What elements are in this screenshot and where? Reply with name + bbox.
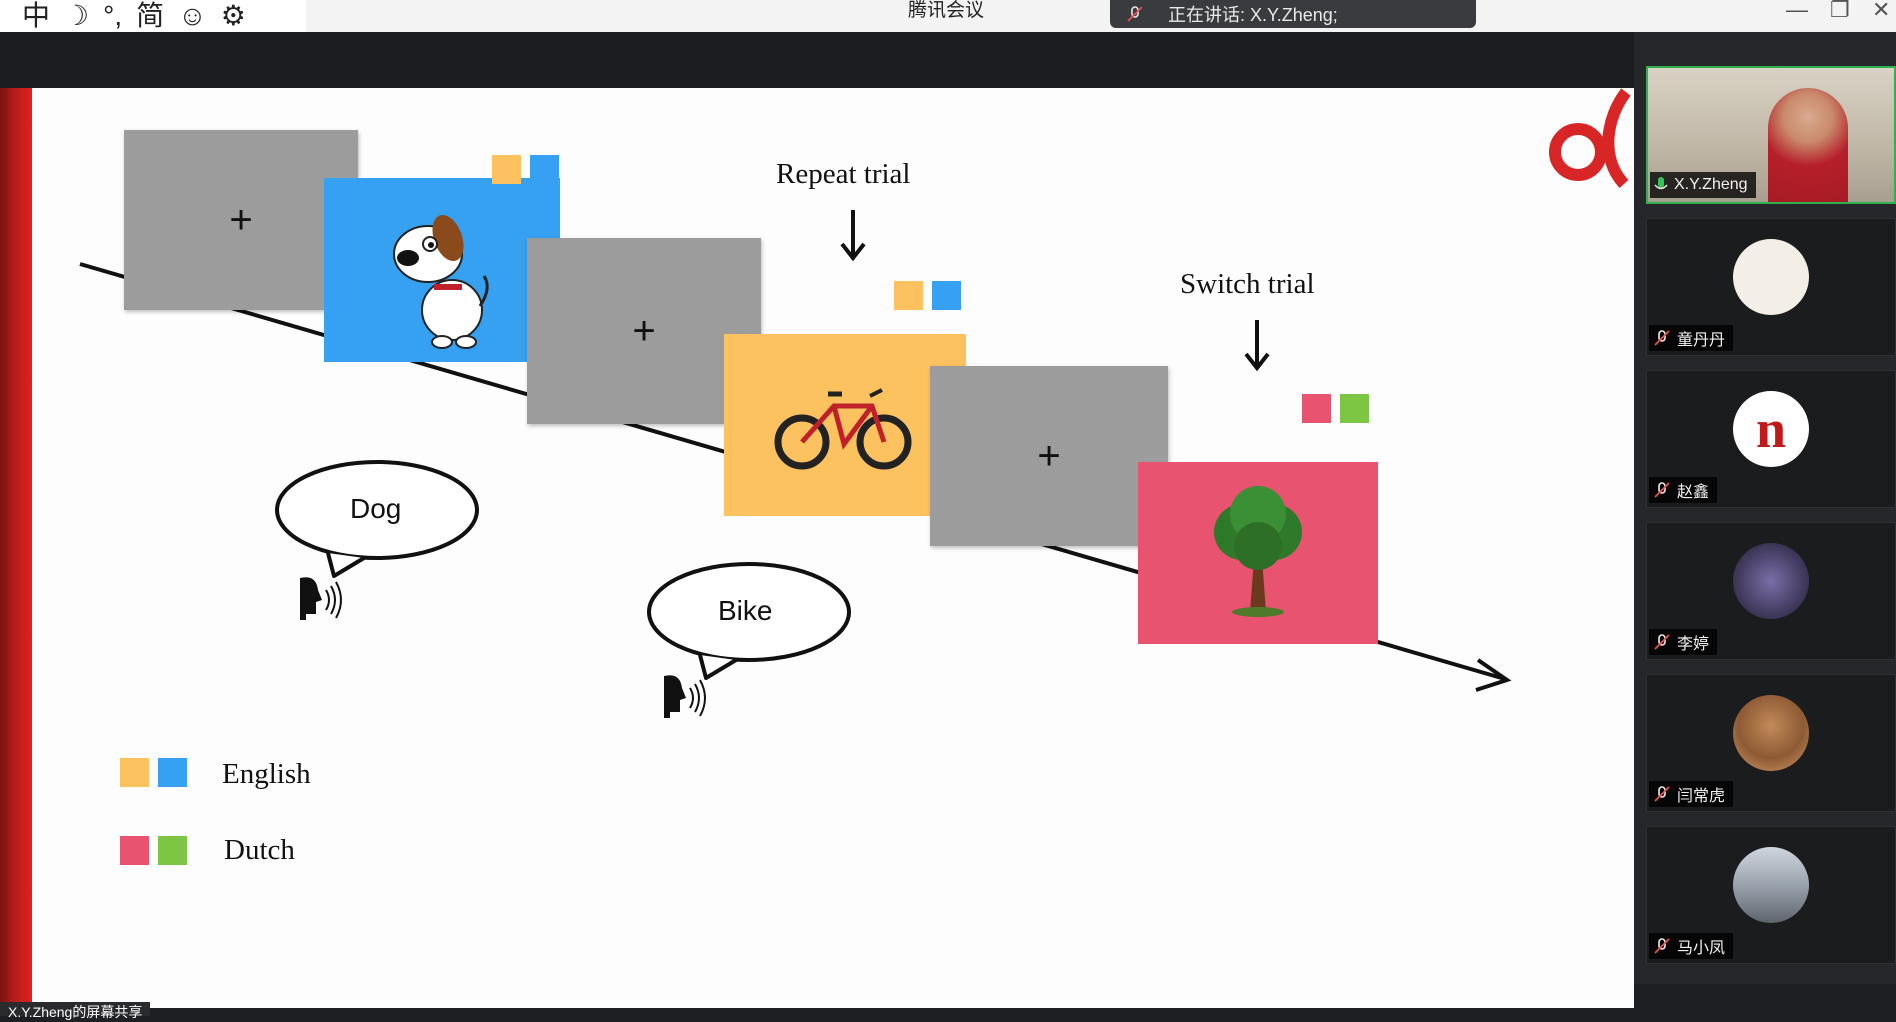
participant-tile-5[interactable]: 闫常虎 — [1646, 674, 1896, 812]
participant-panel: X.Y.Zheng 童丹丹 n 赵鑫 李婷 闫常虎 — [1634, 32, 1896, 984]
cue-square-pink — [1302, 394, 1331, 423]
tree-image — [1214, 486, 1302, 617]
legend-english-label: English — [222, 758, 311, 790]
mic-on-icon — [1654, 177, 1668, 190]
avatar — [1733, 543, 1809, 619]
participant-nametag-4: 李婷 — [1649, 629, 1718, 655]
participant-tile-1[interactable]: X.Y.Zheng — [1646, 66, 1896, 204]
speech-bubble-dog — [275, 460, 479, 578]
legend-english-blue — [158, 758, 187, 787]
participant-tile-6[interactable]: 马小凤 — [1646, 826, 1896, 964]
muted-mic-icon — [1654, 330, 1670, 346]
ime-chinese-toggle[interactable]: 中 — [22, 0, 51, 31]
participant-name-2: 童丹丹 — [1677, 332, 1726, 349]
cue-square-orange — [492, 155, 521, 184]
cue-square-orange-2 — [894, 281, 923, 310]
fixation-screen-1: + — [124, 130, 358, 310]
participant-nametag-6: 马小凤 — [1649, 933, 1734, 959]
close-button[interactable]: ✕ — [1872, 0, 1891, 22]
fixation-screen-2: + — [527, 238, 761, 424]
title-bar: 中 ☽ °, 简 ☺ ⚙ 腾讯会议 正在讲话: X.Y.Zheng; — ❐ ✕ — [0, 0, 1896, 33]
muted-mic-icon — [1654, 482, 1670, 498]
speaker-status-text: 正在讲话: X.Y.Zheng; — [1168, 5, 1338, 25]
avatar — [1733, 847, 1809, 923]
participant-nametag-1: X.Y.Zheng — [1650, 172, 1756, 198]
presentation-slide: + + — [0, 88, 1634, 1008]
bike-image — [774, 388, 912, 470]
participant-nametag-2: 童丹丹 — [1649, 325, 1734, 351]
participant-nametag-5: 闫常虎 — [1649, 781, 1734, 807]
participant-tile-4[interactable]: 李婷 — [1646, 522, 1896, 660]
muted-mic-icon — [1654, 786, 1670, 802]
speaking-head-icon-2 — [664, 675, 706, 718]
alpha-logo — [1549, 88, 1630, 188]
repeat-down-arrow-icon — [840, 210, 866, 262]
bubble-dog-text: Dog — [350, 493, 402, 524]
avatar: n — [1733, 391, 1809, 467]
restore-button[interactable]: ❐ — [1830, 0, 1850, 22]
ime-punct-toggle[interactable]: °, — [103, 0, 123, 31]
cue-square-blue-2 — [932, 281, 961, 310]
muted-mic-icon — [1654, 938, 1670, 954]
legend-english-orange — [120, 758, 149, 787]
cue-square-blue — [530, 155, 559, 184]
participant-name-1: X.Y.Zheng — [1674, 176, 1748, 193]
app-title: 腾讯会议 — [908, 0, 985, 21]
minimize-button[interactable]: — — [1786, 0, 1808, 22]
slide-red-edge — [0, 88, 32, 1008]
speech-bubble-bike — [647, 562, 851, 680]
stimulus-tree — [1138, 462, 1378, 644]
screen-share-label: X.Y.Zheng的屏幕共享 — [0, 1002, 151, 1020]
participant-nametag-3: 赵鑫 — [1649, 477, 1718, 503]
stimulus-dog — [324, 178, 560, 362]
legend-dutch-green — [158, 836, 187, 865]
switch-trial-label: Switch trial — [1180, 268, 1315, 300]
cue-square-green — [1340, 394, 1369, 423]
bubble-bike-text: Bike — [718, 595, 773, 626]
participant-name-3: 赵鑫 — [1677, 484, 1710, 501]
shared-screen: + + — [0, 32, 1634, 1020]
participant-tile-3[interactable]: n 赵鑫 — [1646, 370, 1896, 508]
ime-settings-icon[interactable]: ⚙ — [220, 0, 246, 31]
participant-name-6: 马小凤 — [1677, 940, 1726, 957]
avatar — [1733, 695, 1809, 771]
legend-dutch-pink — [120, 836, 149, 865]
speaking-head-icon-1 — [300, 577, 342, 620]
participant-name-4: 李婷 — [1677, 636, 1710, 653]
speaker-person — [1768, 88, 1848, 202]
muted-mic-icon — [1654, 634, 1670, 650]
dog-image — [393, 214, 489, 349]
ime-toolbar[interactable]: 中 ☽ °, 简 ☺ ⚙ — [0, 0, 306, 32]
logo-n-icon: n — [1755, 399, 1787, 459]
ime-moon-icon[interactable]: ☽ — [64, 0, 90, 31]
legend-dutch-label: Dutch — [224, 834, 295, 866]
ime-emoji-icon[interactable]: ☺ — [178, 0, 207, 31]
stimulus-bike — [724, 334, 966, 516]
speaker-indicator: 正在讲话: X.Y.Zheng; — [1110, 0, 1476, 28]
muted-mic-icon — [1127, 6, 1143, 22]
avatar — [1733, 239, 1809, 315]
participant-name-5: 闫常虎 — [1677, 788, 1726, 805]
participant-tile-2[interactable]: 童丹丹 — [1646, 218, 1896, 356]
switch-down-arrow-icon — [1244, 320, 1270, 372]
repeat-trial-label: Repeat trial — [776, 158, 911, 190]
ime-simplified-toggle[interactable]: 简 — [136, 0, 165, 31]
fixation-screen-3: + — [930, 366, 1168, 546]
